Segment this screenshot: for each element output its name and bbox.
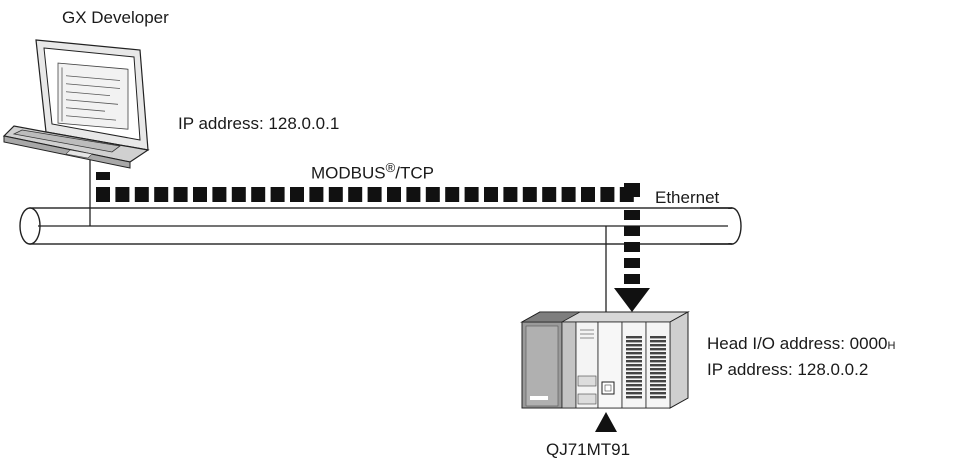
signal-dash <box>406 187 420 202</box>
io-terminal <box>626 368 642 370</box>
signal-dash <box>368 187 382 202</box>
io-terminal <box>626 360 642 362</box>
signal-dash <box>624 274 640 284</box>
modbus-signal-path <box>96 172 110 180</box>
io-terminal <box>626 380 642 382</box>
io-terminal <box>650 344 666 346</box>
signal-dash <box>329 187 343 202</box>
signal-arrow <box>614 288 650 312</box>
signal-dash <box>503 187 517 202</box>
io-terminal <box>650 372 666 374</box>
signal-dash <box>309 187 323 202</box>
signal-dash <box>624 183 640 197</box>
signal-dash <box>232 187 246 202</box>
signal-dash <box>624 210 640 220</box>
io-terminal <box>626 336 642 338</box>
signal-dash <box>426 187 440 202</box>
signal-dash <box>193 187 207 202</box>
signal-dash <box>465 187 479 202</box>
io-terminal <box>650 384 666 386</box>
io-terminal <box>626 340 642 342</box>
registered-mark: ® <box>386 160 396 175</box>
io-terminal <box>626 372 642 374</box>
ethernet-label: Ethernet <box>655 188 719 208</box>
modbus-dash-row <box>96 187 634 202</box>
io-terminal <box>650 360 666 362</box>
signal-dash <box>251 187 265 202</box>
signal-dash <box>445 187 459 202</box>
signal-dash <box>523 187 537 202</box>
signal-dash <box>624 242 640 252</box>
signal-dash <box>271 187 285 202</box>
io-terminal <box>626 376 642 378</box>
io-terminal <box>650 380 666 382</box>
hex-suffix: H <box>888 340 896 352</box>
io-terminal <box>650 388 666 390</box>
io-terminal <box>650 376 666 378</box>
io-terminal <box>650 368 666 370</box>
signal-dash <box>562 187 576 202</box>
signal-dash <box>600 187 614 202</box>
signal-dash <box>135 187 149 202</box>
pc-title: GX Developer <box>62 8 169 28</box>
io-terminal <box>626 356 642 358</box>
io-terminal <box>650 340 666 342</box>
protocol-suffix: /TCP <box>395 164 434 183</box>
io-terminal <box>650 364 666 366</box>
plc-ip-address: IP address: 128.0.0.2 <box>707 360 868 380</box>
protocol-name: MODBUS <box>311 164 386 183</box>
signal-dash <box>174 187 188 202</box>
module-label: QJ71MT91 <box>546 440 630 460</box>
signal-dash <box>115 187 129 202</box>
signal-dash <box>624 258 640 268</box>
io-terminal <box>650 396 666 398</box>
io-terminal <box>650 356 666 358</box>
signal-dash <box>154 187 168 202</box>
plc-rack-icon <box>522 312 688 408</box>
signal-dash <box>96 187 110 202</box>
io-terminal <box>626 396 642 398</box>
pc-ip-address: IP address: 128.0.0.1 <box>178 114 339 134</box>
io-terminal <box>626 384 642 386</box>
io-terminal <box>626 352 642 354</box>
signal-dash <box>212 187 226 202</box>
io-terminal <box>626 348 642 350</box>
signal-dash <box>484 187 498 202</box>
io-terminal <box>650 336 666 338</box>
signal-dash <box>542 187 556 202</box>
module-pointer-arrow <box>595 412 617 432</box>
signal-dash <box>290 187 304 202</box>
io-terminal <box>626 344 642 346</box>
head-io-text: Head I/O address: 0000 <box>707 334 888 353</box>
io-terminal <box>650 348 666 350</box>
head-io-address: Head I/O address: 0000H <box>707 334 895 356</box>
signal-dash <box>348 187 362 202</box>
io-terminal <box>650 352 666 354</box>
io-terminal <box>626 388 642 390</box>
laptop-icon <box>4 40 148 168</box>
protocol-label: MODBUS®/TCP <box>311 158 434 184</box>
io-terminal <box>650 392 666 394</box>
signal-dash <box>624 226 640 236</box>
signal-dash <box>387 187 401 202</box>
signal-dash <box>581 187 595 202</box>
io-terminal <box>626 392 642 394</box>
io-terminal <box>626 364 642 366</box>
